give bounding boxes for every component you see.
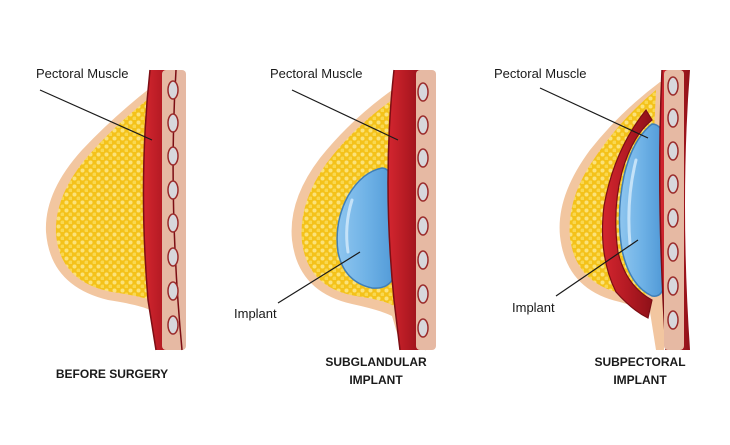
implant-label: Implant (512, 300, 555, 315)
ribs (167, 80, 179, 335)
diagram-before-surgery: Pectoral Muscle BEFORE SURGERY (36, 66, 186, 381)
muscle-label: Pectoral Muscle (36, 66, 128, 81)
implant-leader-line (277, 251, 361, 304)
diagram-subpectoral-implant: Pectoral Muscle Implant SUBPECTORAL IMPL… (494, 66, 690, 387)
caption-subpectoral-line1: SUBPECTORAL (594, 355, 685, 369)
muscle-leader-line (291, 89, 399, 141)
implant-leader-line (555, 239, 639, 297)
caption-subglandular-line1: SUBGLANDULAR (325, 355, 427, 369)
rib-cage (416, 70, 436, 350)
fat-tissue (55, 96, 153, 300)
implant-label: Implant (234, 306, 277, 321)
diagram-subglandular-implant: Pectoral Muscle Implant SUBGLANDULAR IMP… (234, 66, 436, 387)
muscle-label: Pectoral Muscle (494, 66, 586, 81)
pectoral-muscle (601, 108, 653, 319)
muscle-leader-line (39, 89, 153, 141)
caption-subpectoral-line2: IMPLANT (613, 373, 667, 387)
caption-subglandular-line2: IMPLANT (349, 373, 403, 387)
caption-before-surgery: BEFORE SURGERY (56, 367, 168, 381)
muscle-leader-line (539, 87, 649, 139)
ribs (417, 82, 429, 338)
muscle-label: Pectoral Muscle (270, 66, 362, 81)
ribs (667, 76, 679, 330)
